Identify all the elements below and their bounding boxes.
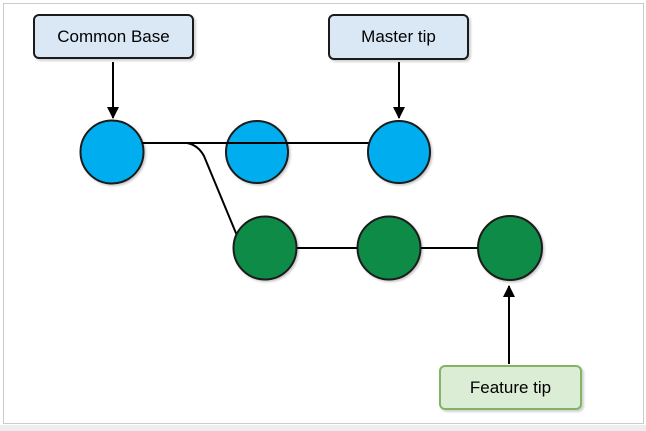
diagram-frame: [3, 3, 644, 424]
common-base-label: Common Base: [57, 26, 170, 46]
commit-node-feature-1: [232, 215, 298, 281]
common-base-label-box: Common Base: [33, 14, 194, 59]
branch-fork-line: [186, 142, 239, 239]
feature-tip-label-box: Feature tip: [439, 365, 582, 410]
feature-tip-label: Feature tip: [469, 377, 552, 397]
master-tip-label-box: Master tip: [328, 14, 469, 60]
commit-node-feature-2: [356, 215, 422, 281]
commit-node-feature-3: [477, 215, 543, 281]
commit-node-master-2: [225, 120, 289, 184]
commit-node-master-3: [367, 120, 431, 184]
commit-node-master-1: [79, 119, 145, 185]
master-tip-label: Master tip: [361, 27, 436, 46]
page-bottom-strip: [0, 425, 646, 431]
